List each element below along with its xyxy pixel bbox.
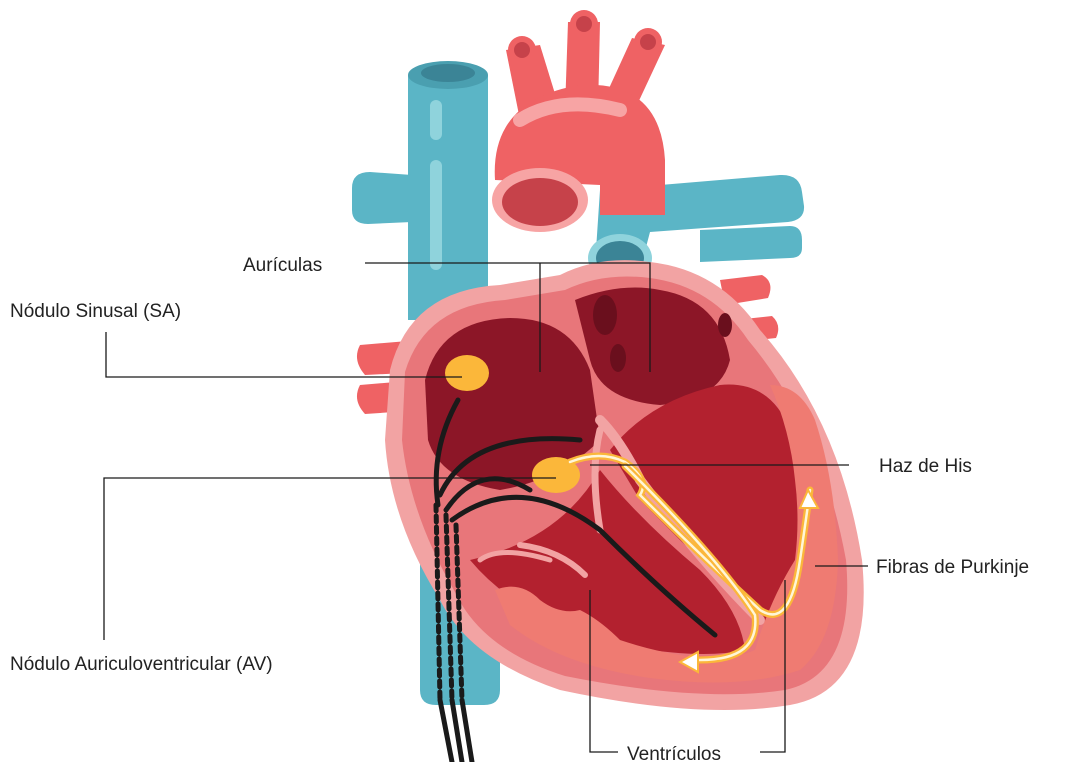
heart-illustration bbox=[352, 10, 864, 762]
label-purkinje: Fibras de Purkinje bbox=[876, 557, 1029, 578]
sa-node bbox=[445, 355, 489, 391]
label-av-node: Nódulo Auriculoventricular (AV) bbox=[10, 654, 273, 675]
label-auriculas: Aurículas bbox=[243, 255, 322, 276]
label-sa-node: Nódulo Sinusal (SA) bbox=[10, 301, 181, 322]
label-his-bundle: Haz de His bbox=[879, 456, 972, 477]
label-ventricles: Ventrículos bbox=[627, 744, 721, 762]
aorta bbox=[492, 10, 665, 232]
